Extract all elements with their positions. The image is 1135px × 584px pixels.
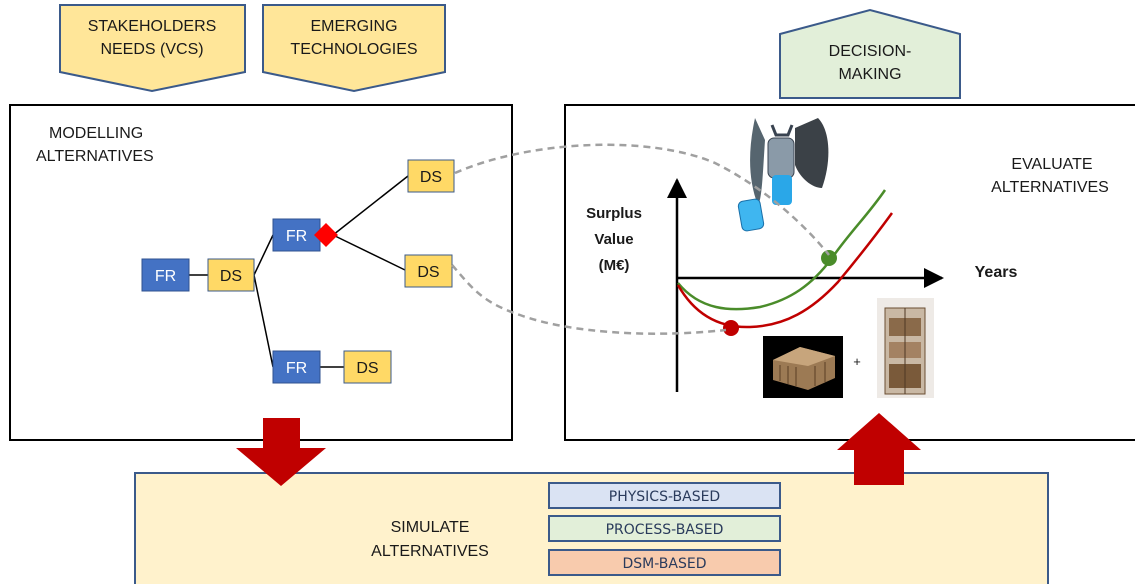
link-mid-ds-to-red [451, 264, 727, 335]
stakeholders-label-line2: NEEDS (VCS) [100, 41, 203, 58]
up-arrow-to-evaluate [837, 413, 921, 485]
ship-block-image [763, 336, 843, 398]
robot-arm-image [737, 118, 829, 232]
ds-node-lower: DS [343, 350, 392, 384]
fr-node-root-label: FR [155, 268, 176, 285]
decision-label-line2: MAKING [838, 66, 901, 83]
stakeholders-needs-input: STAKEHOLDERS NEEDS (VCS) [59, 4, 246, 93]
red-value-marker [723, 320, 739, 336]
simulate-title-line1: SIMULATE [391, 519, 470, 536]
ds-node-middle: DS [404, 254, 453, 288]
fr-node-lower-label: FR [286, 360, 307, 377]
ds-node-top: DS [407, 159, 455, 193]
emerging-technologies-input: EMERGING TECHNOLOGIES [262, 4, 446, 93]
y-axis-label-line2: Value [594, 231, 633, 248]
modelling-panel: MODELLING ALTERNATIVES FR DS FR DS [9, 104, 513, 441]
decision-label-line1: DECISION- [829, 43, 912, 60]
fr-node-upper-label: FR [286, 228, 307, 245]
method-physics-based: PHYSICS-BASED [548, 482, 781, 509]
ds-node-middle-label: DS [417, 264, 439, 281]
x-axis-label: Years [975, 264, 1018, 281]
green-value-marker [821, 250, 837, 266]
down-arrow-to-simulate [236, 418, 326, 486]
red-value-curve [676, 212, 894, 329]
ds-node-root: DS [207, 258, 255, 292]
link-top-ds-to-green [454, 143, 830, 256]
tree-connectors [189, 175, 409, 368]
modelling-title-line2: ALTERNATIVES [36, 148, 154, 165]
simulate-panel: SIMULATE ALTERNATIVES PHYSICS-BASED PROC… [134, 472, 1049, 584]
method-process-based: PROCESS-BASED [548, 515, 781, 542]
emerging-label-line2: TECHNOLOGIES [290, 41, 417, 58]
simulate-title-line2: ALTERNATIVES [371, 543, 489, 560]
ds-node-lower-label: DS [356, 360, 378, 377]
evaluate-title-line1: EVALUATE [1011, 156, 1092, 173]
stakeholders-label-line1: STAKEHOLDERS [88, 18, 217, 35]
emerging-label-line1: EMERGING [310, 18, 397, 35]
module-section-image [877, 298, 934, 398]
decision-node-diamond [314, 223, 338, 247]
method-process-label: PROCESS-BASED [606, 522, 724, 538]
method-dsm-label: DSM-BASED [623, 556, 707, 572]
method-dsm-based: DSM-BASED [548, 549, 781, 576]
ds-node-root-label: DS [220, 268, 242, 285]
ds-node-top-label: DS [420, 169, 442, 186]
modelling-title-line1: MODELLING [49, 125, 143, 142]
decision-making-output: DECISION- MAKING [779, 8, 961, 99]
plus-sign: + [853, 354, 861, 369]
green-value-curve [677, 189, 887, 311]
y-axis-label-line3: (M€) [599, 257, 630, 274]
evaluate-panel: EVALUATE ALTERNATIVES Surplus Value (M€)… [564, 104, 1135, 441]
fr-node-upper: FR [272, 218, 321, 252]
fr-node-root: FR [141, 258, 190, 292]
fr-node-lower: FR [272, 350, 321, 384]
evaluate-title-line2: ALTERNATIVES [991, 179, 1109, 196]
y-axis-label-line1: Surplus [586, 205, 642, 222]
method-physics-label: PHYSICS-BASED [609, 489, 720, 505]
